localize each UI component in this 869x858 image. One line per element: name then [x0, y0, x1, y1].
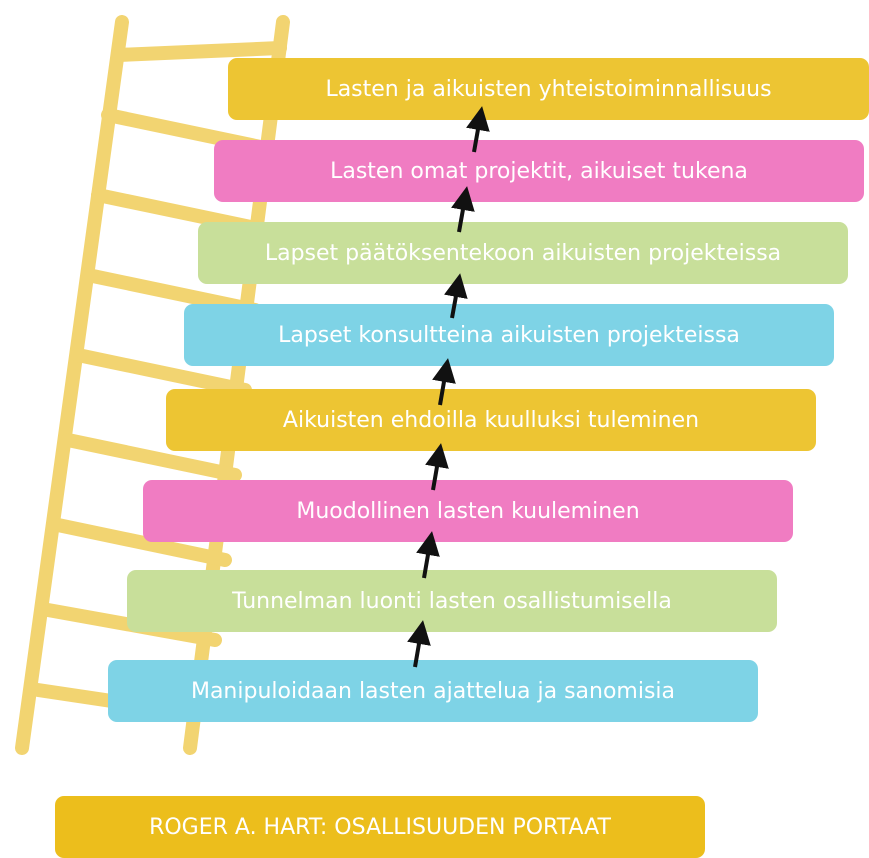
step-box: Aikuisten ehdoilla kuulluksi tuleminen	[166, 389, 816, 451]
step-box: Manipuloidaan lasten ajattelua ja sanomi…	[108, 660, 758, 722]
step-label: Aikuisten ehdoilla kuulluksi tuleminen	[282, 407, 700, 433]
step-label: Lasten ja aikuisten yhteistoiminnallisuu…	[325, 76, 772, 102]
ladder-rung	[51, 518, 232, 567]
step-label: Lapset päätöksentekoon aikuisten projekt…	[264, 240, 782, 266]
step-label: Lasten omat projektit, aikuiset tukena	[330, 158, 748, 184]
step-box: Muodollinen lasten kuuleminen	[143, 480, 793, 542]
footer-label: ROGER A. HART: OSALLISUUDEN PORTAAT	[149, 814, 611, 840]
step-box: Lasten omat projektit, aikuiset tukena	[214, 140, 864, 202]
step-label: Tunnelman luonti lasten osallistumisella	[232, 588, 672, 614]
step-label: Manipuloidaan lasten ajattelua ja sanomi…	[190, 678, 676, 704]
step-box: Lasten ja aikuisten yhteistoiminnallisuu…	[228, 58, 869, 120]
step-label: Muodollinen lasten kuuleminen	[296, 498, 640, 524]
ladder-rung	[111, 41, 287, 62]
ladder-rung	[71, 348, 252, 397]
step-box: Lapset päätöksentekoon aikuisten projekt…	[198, 222, 848, 284]
step-box: Lapset konsultteina aikuisten projekteis…	[184, 304, 834, 366]
ladder-rung	[61, 433, 242, 482]
footer-title: ROGER A. HART: OSALLISUUDEN PORTAAT	[55, 796, 705, 858]
step-label: Lapset konsultteina aikuisten projekteis…	[278, 322, 740, 348]
ladder-rail-left	[15, 15, 129, 755]
step-box: Tunnelman luonti lasten osallistumisella	[127, 570, 777, 632]
